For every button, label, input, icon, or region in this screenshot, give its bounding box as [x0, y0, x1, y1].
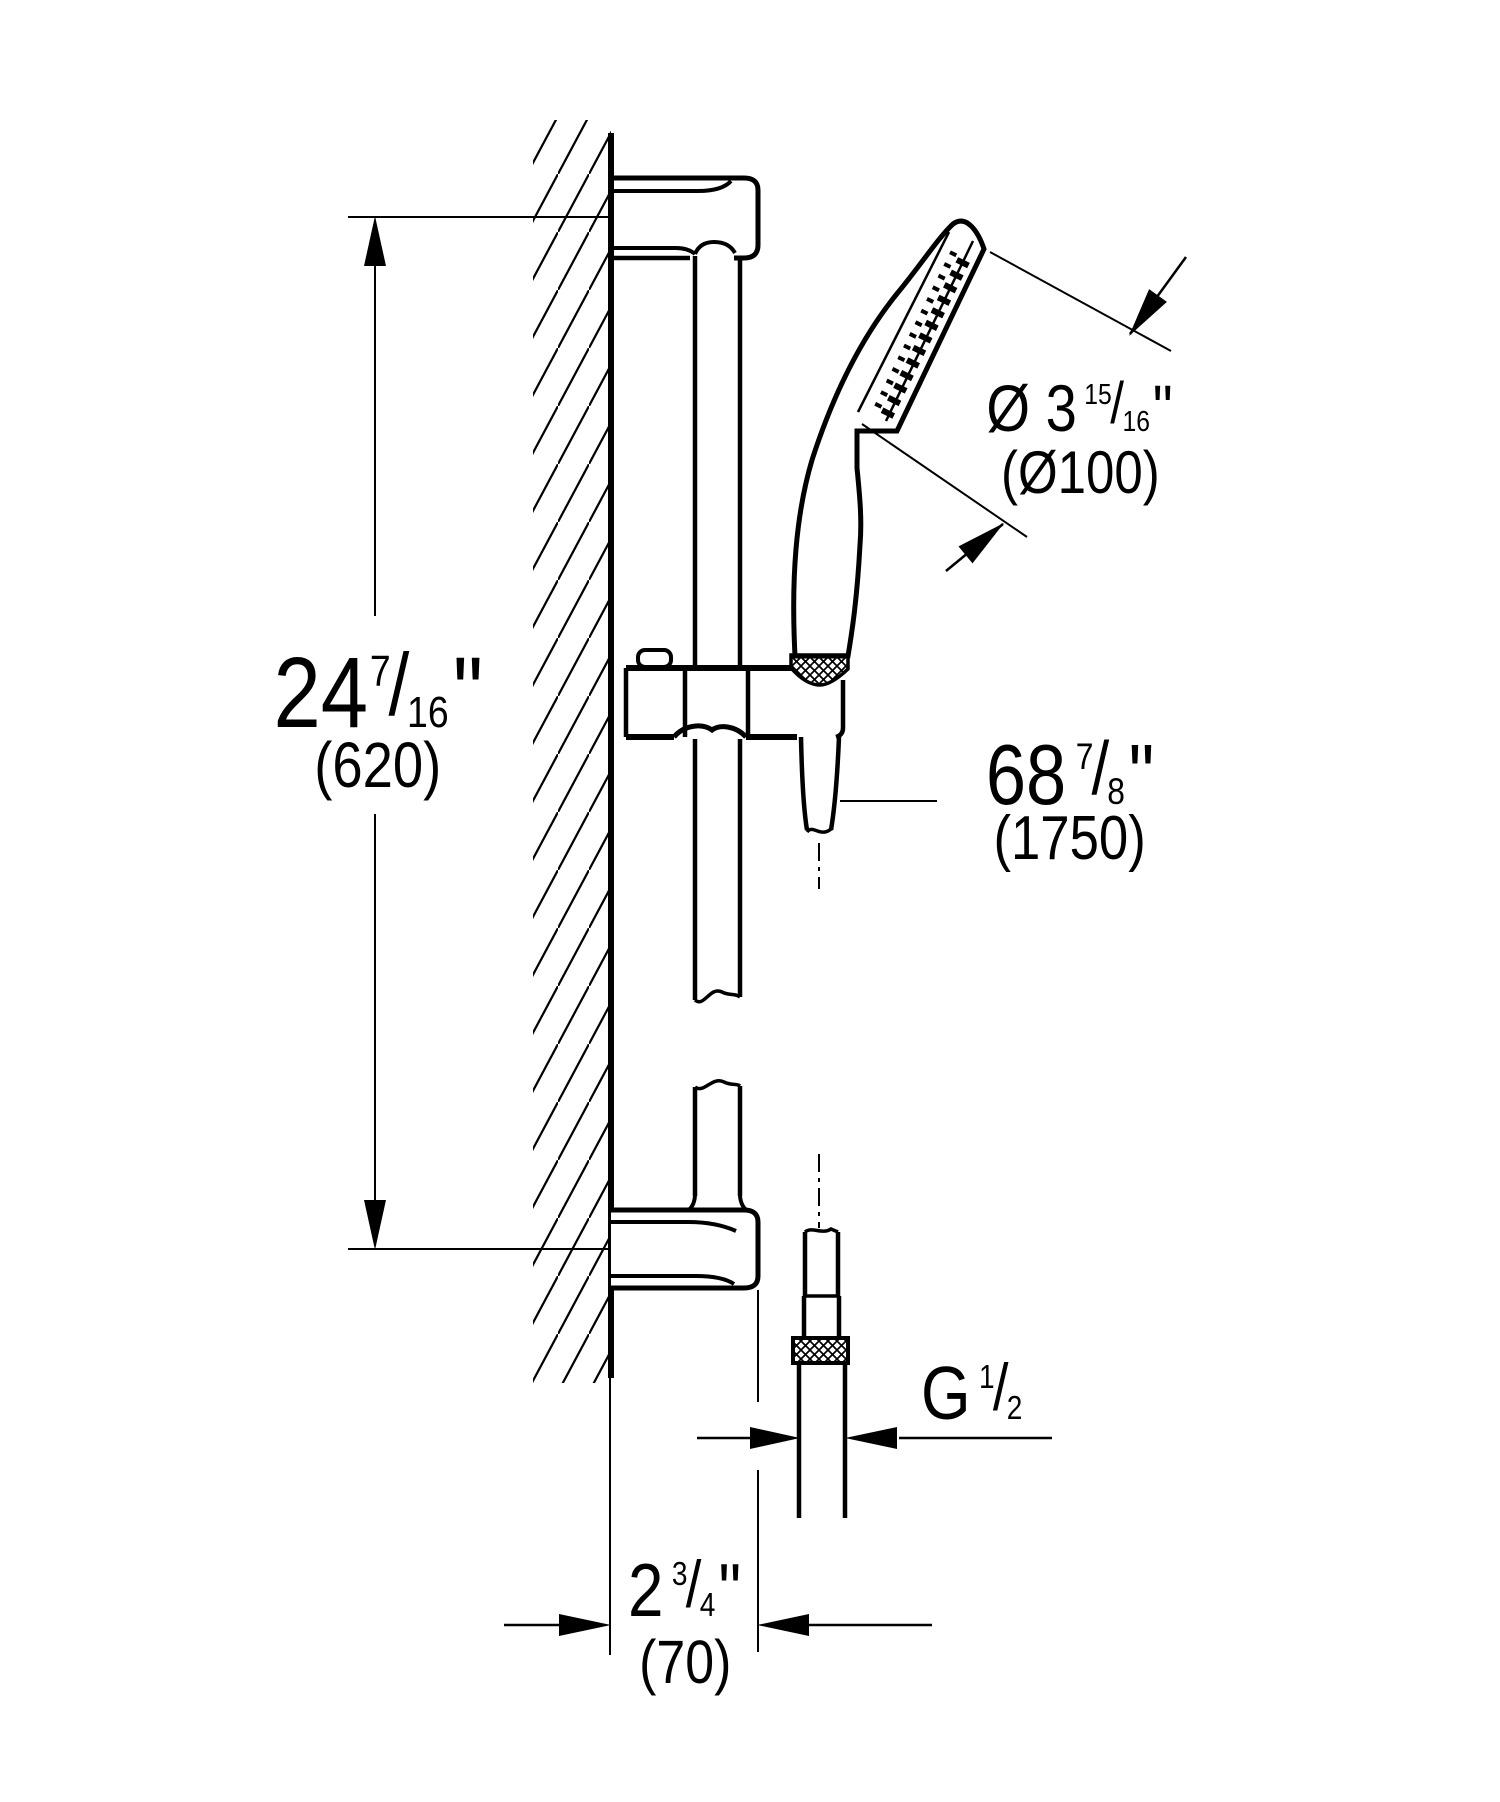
hose-break	[805, 827, 833, 834]
connector-break	[803, 1227, 839, 1234]
head-diameter-numerator: 15	[1084, 379, 1113, 411]
arrow-left	[757, 1614, 809, 1636]
wall-offset-unit: "	[718, 1548, 742, 1632]
rail-lower	[692, 1086, 743, 1196]
head-diameter-slash: /	[1110, 370, 1125, 436]
hose-length-metric: (1750)	[993, 804, 1147, 873]
head-diameter-denominator: 16	[1122, 406, 1151, 438]
thread-denominator: 2	[1007, 1389, 1023, 1426]
spray-nozzles	[878, 257, 970, 424]
shower-rail	[685, 256, 750, 1213]
wall-offset-whole: 2	[628, 1548, 664, 1632]
hose-connector-lower	[791, 1154, 850, 1518]
rail-upper	[692, 256, 743, 666]
wall-offset-numerator: 3	[672, 1555, 688, 1593]
wall-offset-slash: /	[686, 1546, 702, 1621]
wall-hatching	[533, 120, 611, 1383]
head-diameter-whole: Ø 3	[986, 371, 1078, 445]
top-bracket	[611, 175, 761, 261]
hose-length-whole: 68	[985, 728, 1067, 823]
connector-nut	[791, 1336, 850, 1365]
rail-height-whole: 24	[273, 637, 368, 749]
arrow-diag-upper	[1129, 289, 1167, 336]
thread-letter: G	[921, 1351, 971, 1435]
wall	[533, 120, 614, 1383]
hose-length-numerator: 7	[1075, 735, 1094, 778]
arrow-left	[845, 1427, 897, 1449]
dim-wall-offset-lines	[504, 1290, 932, 1655]
arrow-diag-lower	[958, 523, 1004, 564]
spray-nozzles-2	[872, 250, 958, 412]
rail-height-unit: "	[452, 637, 483, 749]
dim-rail-height-lines	[348, 216, 611, 1250]
face-inner-line	[856, 231, 951, 413]
wall-offset-metric: (70)	[638, 1628, 732, 1696]
dim-rail-height: 247/16" (620)	[253, 640, 503, 801]
slider-button	[636, 648, 673, 669]
rail-mid	[692, 739, 743, 1000]
arrow-up	[364, 216, 386, 266]
rail-break-bottom	[693, 1079, 742, 1091]
wall-offset-denominator: 4	[700, 1586, 716, 1623]
shower-hose-upper	[798, 736, 842, 889]
arrow-down	[364, 1200, 386, 1250]
dim-thread-lines	[697, 1427, 1052, 1449]
head-diameter-unit: "	[1153, 371, 1174, 445]
rail-height-slash: /	[388, 634, 409, 734]
rail-break-top	[693, 989, 742, 1004]
thread-slash: /	[993, 1349, 1009, 1424]
hose-length-unit: "	[1128, 728, 1155, 823]
head-diameter-metric: (Ø100)	[1000, 439, 1160, 507]
slider-holder	[623, 648, 846, 740]
dim-head-diameter-lines	[861, 251, 1188, 572]
hand-shower	[789, 218, 987, 687]
rail-height-numerator: 7	[369, 647, 391, 697]
rail-height-denominator: 16	[406, 688, 449, 737]
handle-nut	[789, 653, 850, 687]
hose-length-denominator: 8	[1107, 770, 1125, 812]
rail-height-metric: (620)	[314, 729, 442, 801]
arrow-right	[750, 1427, 800, 1449]
hose-length-slash: /	[1091, 725, 1110, 810]
bottom-bracket	[611, 1207, 761, 1291]
shower-hose-lower	[796, 1363, 848, 1518]
arrow-right	[559, 1614, 611, 1636]
thread-numerator: 1	[979, 1358, 995, 1396]
